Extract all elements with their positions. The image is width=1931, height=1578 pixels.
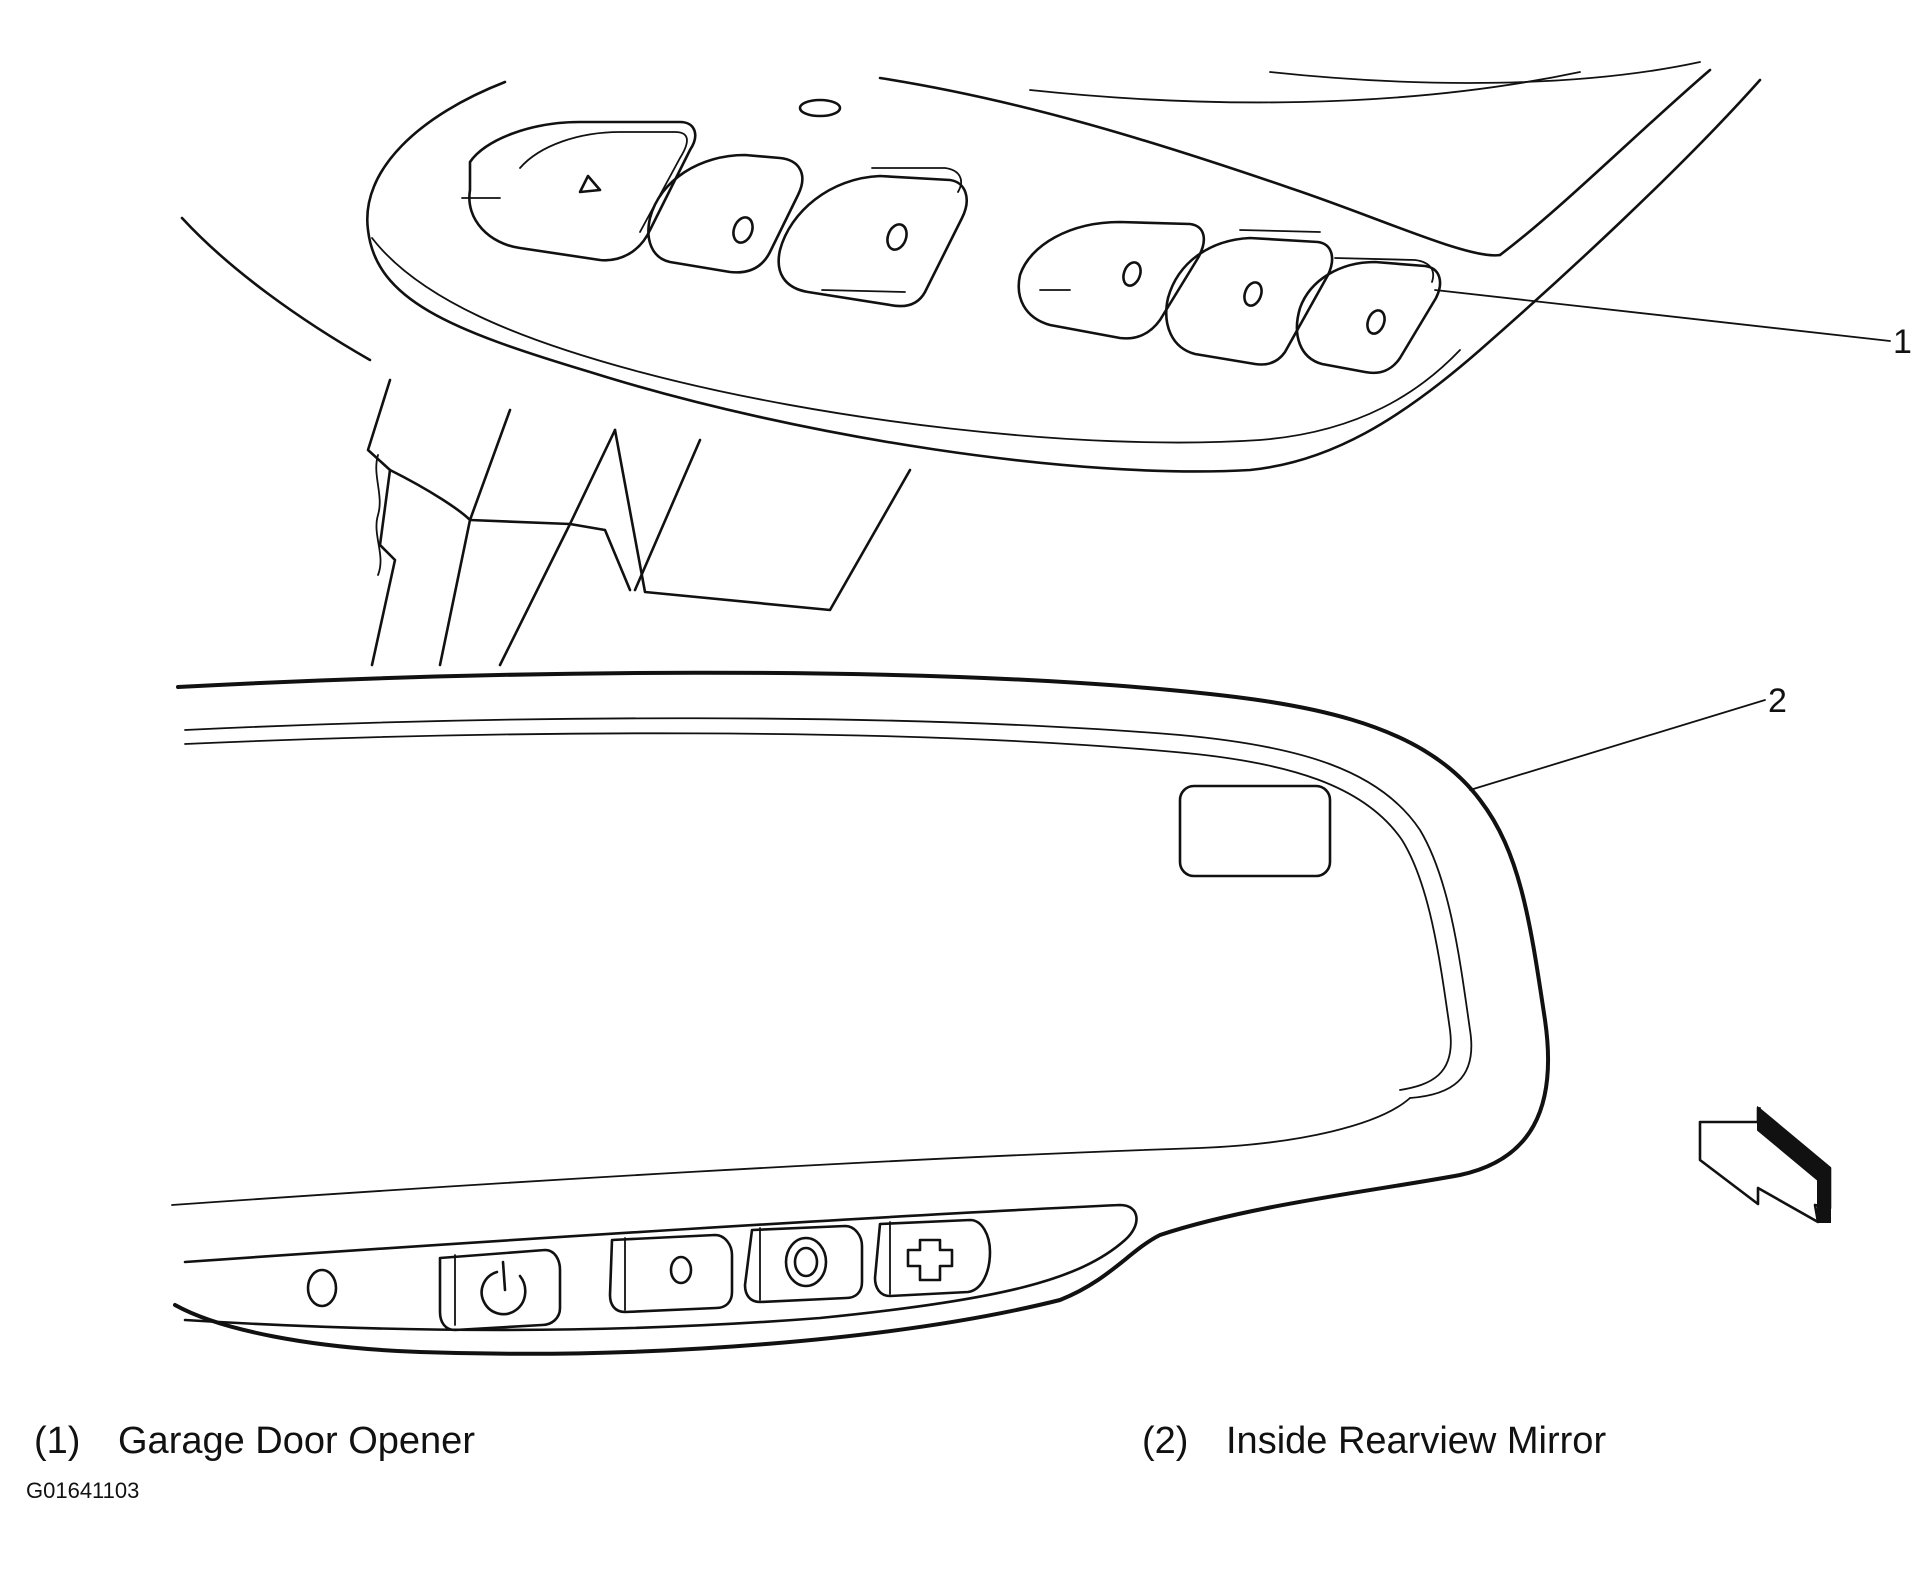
left-button-group	[461, 120, 968, 308]
callout-number-1: 1	[1893, 323, 1912, 361]
console-button-2[interactable]	[647, 153, 804, 274]
console-button-4[interactable]	[1017, 220, 1206, 340]
triangle-up-icon	[578, 174, 602, 194]
power-button[interactable]	[438, 1248, 562, 1332]
power-icon	[480, 1270, 527, 1316]
mirror-button-3[interactable]	[743, 1224, 864, 1304]
ring-icon-inner	[793, 1246, 819, 1278]
mirror-button-4[interactable]	[873, 1218, 992, 1298]
callout-1: 1	[1434, 289, 1912, 361]
plus-icon	[906, 1238, 954, 1282]
console-button-1[interactable]	[461, 120, 697, 262]
power-icon-stem	[501, 1260, 507, 1292]
legend-item-2: (2) Inside Rearview Mirror	[1142, 1420, 1606, 1463]
legend-number-1: (1)	[34, 1420, 81, 1462]
mirror-button-2[interactable]	[608, 1233, 734, 1314]
view-direction-arrow	[1698, 1105, 1832, 1224]
console-button-3[interactable]	[777, 167, 968, 308]
legend-label-1: Garage Door Opener	[118, 1420, 475, 1462]
overhead-console	[180, 61, 1762, 473]
rearview-mirror	[171, 670, 1551, 1356]
led-indicator	[306, 1268, 338, 1308]
console-button-5[interactable]	[1165, 229, 1334, 366]
circle-icon	[886, 223, 908, 251]
circle-icon	[1122, 261, 1142, 287]
circle-icon	[1366, 309, 1386, 335]
circle-icon	[669, 1255, 693, 1285]
console-sensor-oval	[798, 98, 842, 118]
right-button-group	[1017, 220, 1442, 375]
legend-label-2: Inside Rearview Mirror	[1226, 1420, 1607, 1462]
mirror-mount	[366, 378, 912, 667]
circle-icon	[732, 216, 754, 244]
callout-number-2: 2	[1768, 682, 1787, 720]
legend-number-2: (2)	[1142, 1420, 1189, 1462]
legend-item-1: (1) Garage Door Opener	[34, 1420, 475, 1463]
display-window	[1178, 784, 1332, 878]
circle-icon	[1243, 281, 1263, 307]
leader-line-1	[1434, 289, 1891, 342]
callout-2: 2	[1469, 682, 1787, 791]
ring-icon-outer	[784, 1236, 828, 1288]
console-button-6[interactable]	[1295, 257, 1442, 375]
figure-id: G01641103	[26, 1478, 140, 1503]
leader-line-2	[1469, 699, 1766, 791]
